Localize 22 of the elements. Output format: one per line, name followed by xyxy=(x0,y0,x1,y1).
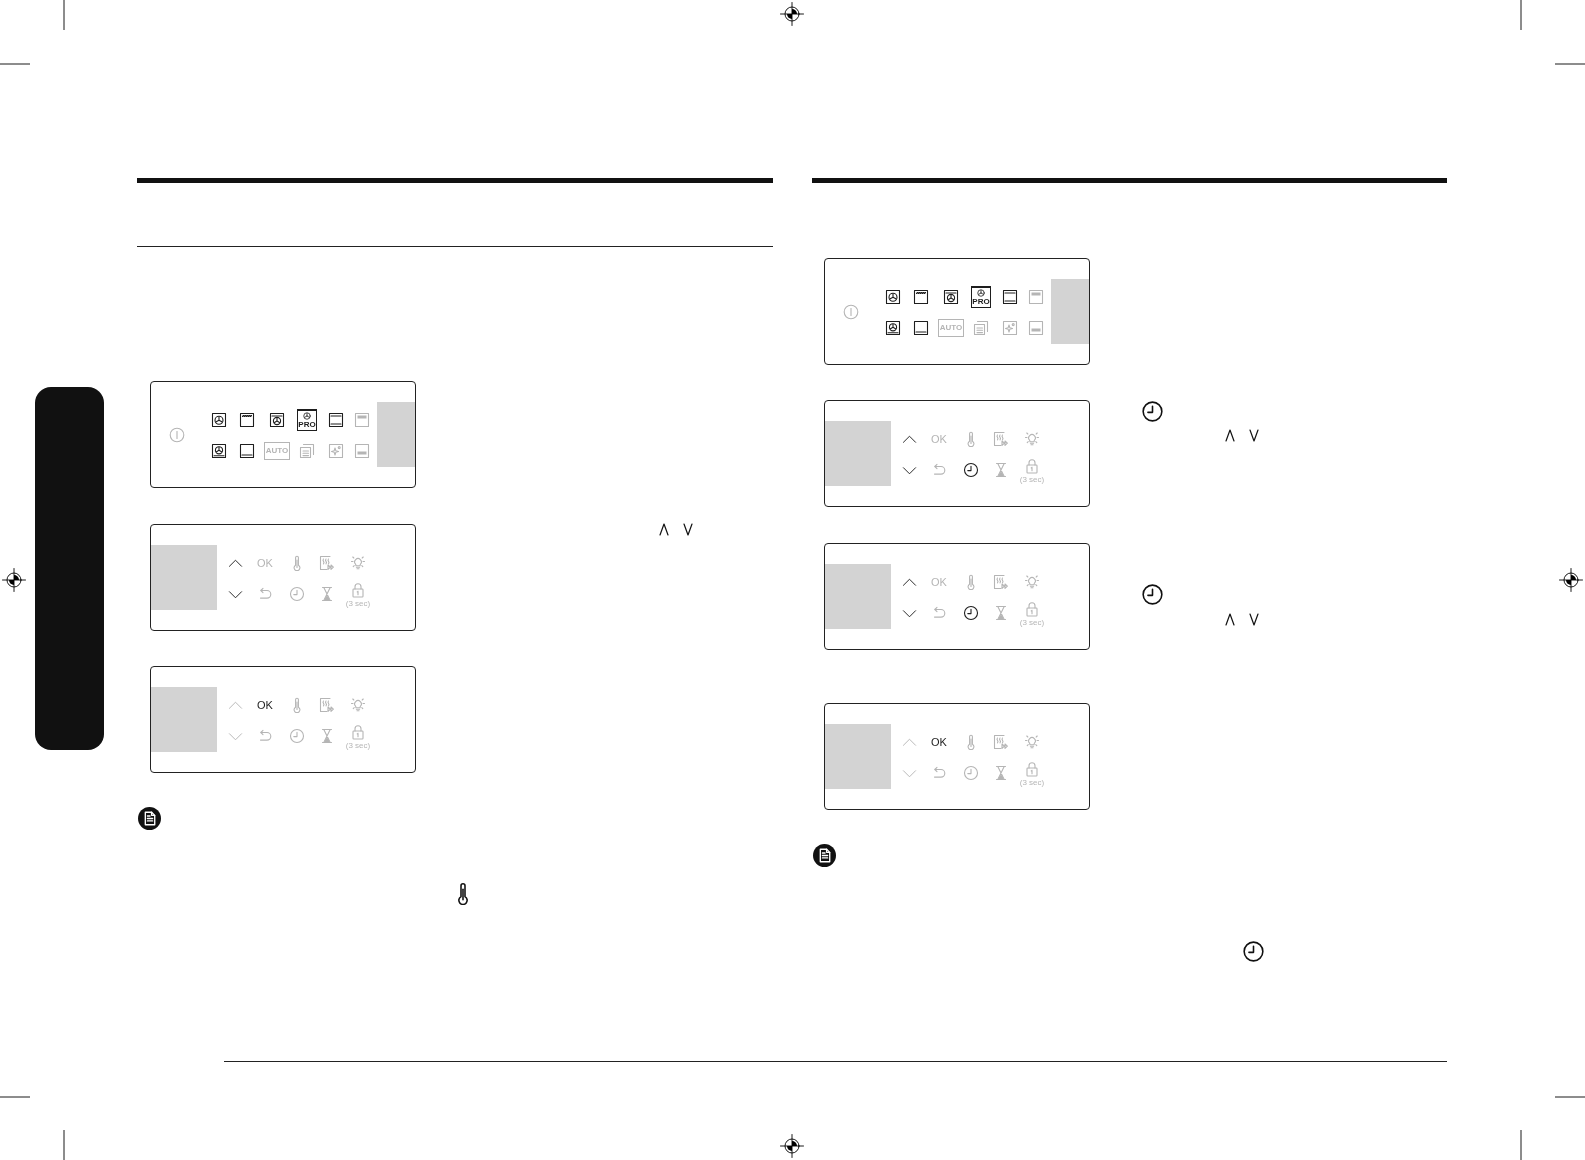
auto-key: AUTO xyxy=(938,319,964,337)
hold-time-label: (3 sec) xyxy=(1019,778,1045,787)
hold-time-label: (3 sec) xyxy=(1019,618,1045,627)
control-panel xyxy=(150,524,416,631)
side-tab xyxy=(35,387,104,750)
hold-time-label: (3 sec) xyxy=(345,741,371,750)
ok-label: OK xyxy=(257,557,273,569)
control-panel xyxy=(824,703,1090,810)
hold-time-label: (3 sec) xyxy=(1019,475,1045,484)
ok-label: OK xyxy=(257,699,273,711)
control-panel xyxy=(150,381,416,488)
auto-key: AUTO xyxy=(264,442,290,460)
ok-label: OK xyxy=(931,736,947,748)
pro-key: PRO xyxy=(297,409,317,431)
hold-time-label: (3 sec) xyxy=(345,599,371,608)
pro-key: PRO xyxy=(971,286,991,308)
control-panel xyxy=(824,543,1090,650)
ok-label: OK xyxy=(931,576,947,588)
control-panel xyxy=(824,400,1090,507)
ok-label: OK xyxy=(931,433,947,445)
control-panel xyxy=(824,258,1090,365)
control-panel xyxy=(150,666,416,773)
